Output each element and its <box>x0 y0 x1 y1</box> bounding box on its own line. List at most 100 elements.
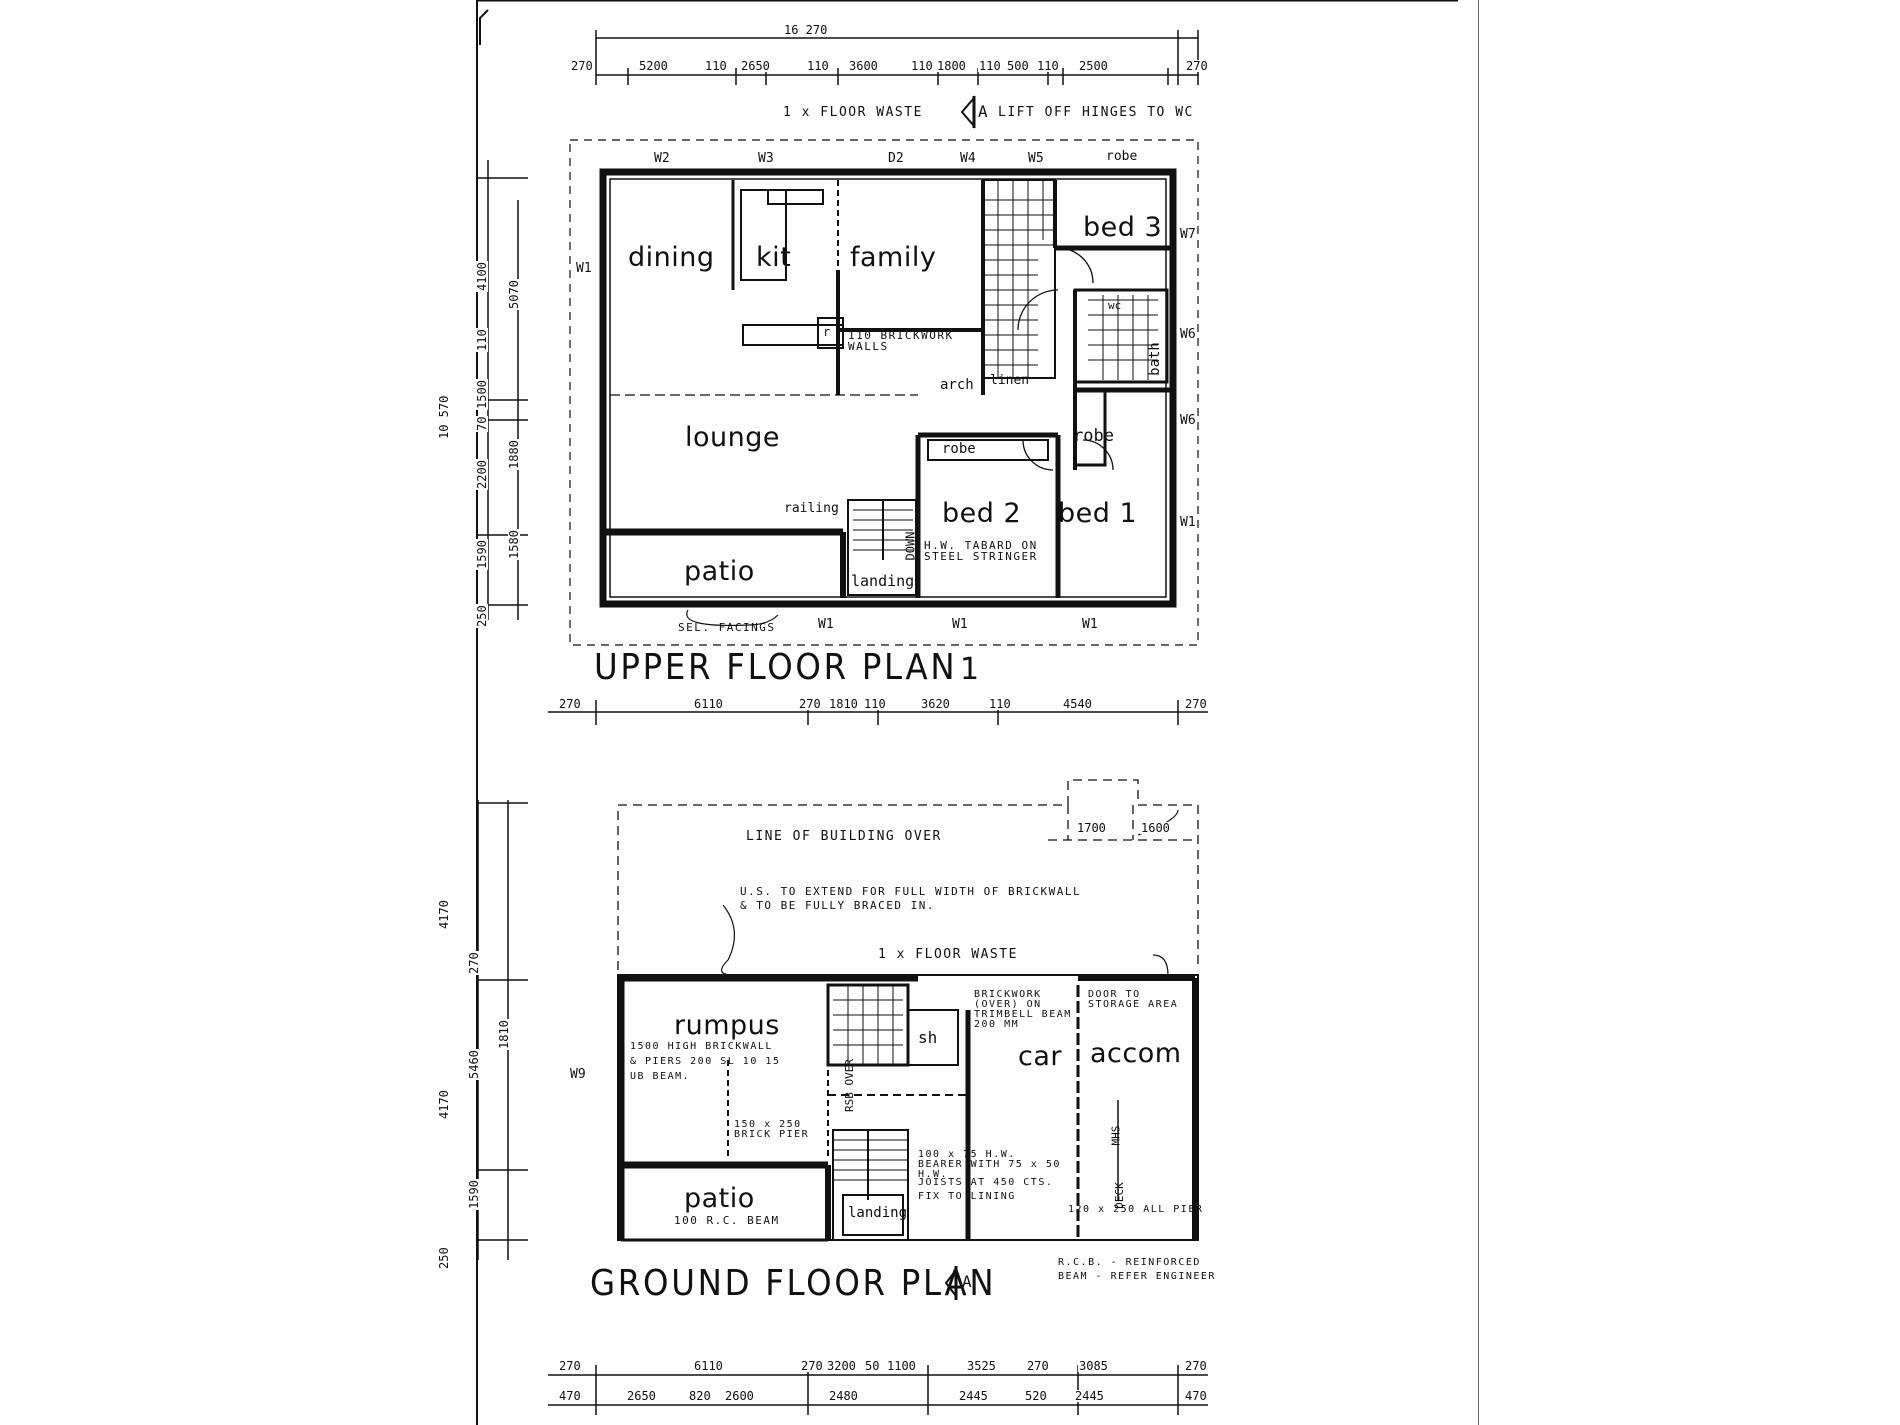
window-w1-bottom-2: W1 <box>952 617 968 632</box>
window-w1-left: W1 <box>576 261 592 276</box>
upper-top-dimension-lines <box>595 30 1199 85</box>
upper-left-dim-3: 70 <box>475 415 489 432</box>
ground-bottom-b-dim-5: 2445 <box>958 1389 989 1403</box>
upper-left-inner-dim-2: 1580 <box>507 529 521 560</box>
upper-top-dim-7: 1800 <box>936 59 967 73</box>
upper-tile-hatch <box>983 180 1158 380</box>
door-d2: D2 <box>888 151 904 166</box>
joists-note: JOISTS AT 450 CTS. <box>918 1177 1054 1188</box>
upper-bottom-dim-5: 3620 <box>920 697 951 711</box>
brickwork-over-note: BRICKWORK (OVER) ON TRIMBELL BEAM 200 MM <box>974 989 1072 1030</box>
linen-label: linen <box>990 373 1030 388</box>
window-w5: W5 <box>1028 151 1044 166</box>
stair-down-label: DOWN <box>903 531 918 561</box>
window-w6-a: W6 <box>1180 327 1196 342</box>
upper-top-dim-8: 110 <box>978 59 1002 73</box>
ground-section-label: A <box>962 1272 972 1291</box>
ground-walls <box>617 809 1199 1242</box>
room-dining: dining <box>628 242 715 273</box>
drawing-sheet: 16 270 270 5200 110 2650 110 3600 110 18… <box>437 0 1479 1425</box>
upper-bottom-dim-6: 110 <box>988 697 1012 711</box>
ground-bottom-a-dim-2: 270 <box>800 1359 824 1373</box>
window-w1-bottom-3: W1 <box>1082 617 1098 632</box>
rumpus-wall-note: 1500 HIGH BRICKWALL <box>630 1041 773 1052</box>
window-w1-right: W1 <box>1180 515 1196 530</box>
room-patio-upper: patio <box>684 556 755 587</box>
upper-top-dim-9: 500 <box>1006 59 1030 73</box>
upper-left-inner-dim-1: 1880 <box>507 439 521 470</box>
upper-left-inner-dim-0: 5070 <box>507 279 521 310</box>
upper-left-dim-1: 110 <box>475 328 489 352</box>
room-kitchen: kit <box>756 242 792 273</box>
upper-left-dim-4: 2200 <box>475 459 489 490</box>
upper-bottom-dim-7: 4540 <box>1062 697 1093 711</box>
ground-tile-hatch <box>833 985 903 1065</box>
ground-bottom-b-dim-0: 470 <box>558 1389 582 1403</box>
upper-bottom-dim-1: 6110 <box>693 697 724 711</box>
ground-left-dim-6: 250 <box>437 1246 451 1270</box>
upper-bottom-dim-2: 270 <box>798 697 822 711</box>
ground-bottom-a-dim-1: 6110 <box>693 1359 724 1373</box>
rumpus-beam-note: & PIERS 200 SL 10 15 <box>630 1056 781 1067</box>
upper-left-dim-6: 250 <box>475 604 489 628</box>
tabard-note: H.W. TABARD ON STEEL STRINGER <box>924 539 1038 563</box>
ground-bottom-a-dim-8: 3085 <box>1078 1359 1109 1373</box>
upper-top-dim-4: 110 <box>806 59 830 73</box>
ground-bottom-b-dim-4: 2480 <box>828 1389 859 1403</box>
window-w4: W4 <box>960 151 976 166</box>
upper-left-dim-0: 4100 <box>475 261 489 292</box>
ground-bottom-a-dim-6: 3525 <box>966 1359 997 1373</box>
upper-top-dim-10: 110 <box>1036 59 1060 73</box>
upper-top-dim-6: 110 <box>910 59 934 73</box>
ground-bottom-b-dim-1: 2650 <box>626 1389 657 1403</box>
window-w9: W9 <box>570 1067 586 1082</box>
upper-section-label: A <box>978 102 988 121</box>
ground-bottom-a-dim-9: 270 <box>1184 1359 1208 1373</box>
ground-dashed-outline <box>617 779 1199 970</box>
upper-bottom-dim-4: 110 <box>863 697 887 711</box>
door-storage-note: DOOR TO STORAGE AREA <box>1088 989 1179 1010</box>
room-bath: bath <box>1146 342 1163 376</box>
room-patio-ground: patio <box>684 1183 755 1214</box>
rsb-over-label: RSB OVER <box>842 1059 856 1112</box>
us-extend-note: U.S. TO EXTEND FOR FULL WIDTH OF BRICKWA… <box>740 885 1082 898</box>
railing-label: railing <box>784 501 839 516</box>
facings-note: SEL. FACINGS <box>678 621 776 634</box>
upper-landing-label: landing <box>851 572 915 590</box>
ground-bottom-dimension-lines <box>548 1365 1208 1415</box>
room-bed-2: bed 2 <box>942 498 1022 529</box>
upper-top-dim-11: 2500 <box>1078 59 1109 73</box>
ground-left-dim-5: 1590 <box>467 1179 481 1210</box>
window-w6-b: W6 <box>1180 413 1196 428</box>
arch-label: arch <box>940 377 974 393</box>
upper-left-dim-5: 1590 <box>475 539 489 570</box>
upper-top-dim-0: 270 <box>570 59 594 73</box>
rc-beam-note: 100 R.C. BEAM <box>674 1214 780 1227</box>
brickwork-walls-note: 110 BRICKWORK WALLS <box>848 329 954 353</box>
mhs-label: MHS <box>1109 1125 1123 1146</box>
ground-left-dim-0: 4170 <box>437 899 451 930</box>
room-shower: sh <box>918 1028 938 1047</box>
robe-bed1-label: robe <box>1073 426 1114 446</box>
ground-landing-label: landing <box>848 1205 908 1221</box>
brick-pier-note: 150 x 250 BRICK PIER <box>734 1119 810 1140</box>
upper-left-overall-dim: 10 570 <box>437 394 451 440</box>
upper-walls <box>599 168 1177 626</box>
upper-left-dim-2: 1500 <box>475 379 489 410</box>
ground-bottom-b-dim-2: 820 <box>688 1389 712 1403</box>
rumpus-ub-note: UB BEAM. <box>630 1071 691 1082</box>
window-w1-bottom-1: W1 <box>818 617 834 632</box>
room-bed-3: bed 3 <box>1083 212 1163 243</box>
ground-bottom-a-dim-3: 3200 <box>826 1359 857 1373</box>
ground-bottom-b-dim-7: 2445 <box>1074 1389 1105 1403</box>
room-lounge: lounge <box>685 422 780 453</box>
ground-bottom-b-dim-3: 2600 <box>724 1389 755 1403</box>
ground-floor-waste-note: 1 x FLOOR WASTE <box>878 947 1018 962</box>
us-bracing-note: & TO BE FULLY BRACED IN. <box>740 899 935 912</box>
upper-top-dim-5: 3600 <box>848 59 879 73</box>
window-w3: W3 <box>758 151 774 166</box>
ground-left-dim-2: 5460 <box>467 1049 481 1080</box>
robe-bed3-label: robe <box>1106 149 1138 164</box>
lining-note: FIX TO LINING <box>918 1191 1016 1202</box>
room-rumpus: rumpus <box>674 1010 780 1041</box>
